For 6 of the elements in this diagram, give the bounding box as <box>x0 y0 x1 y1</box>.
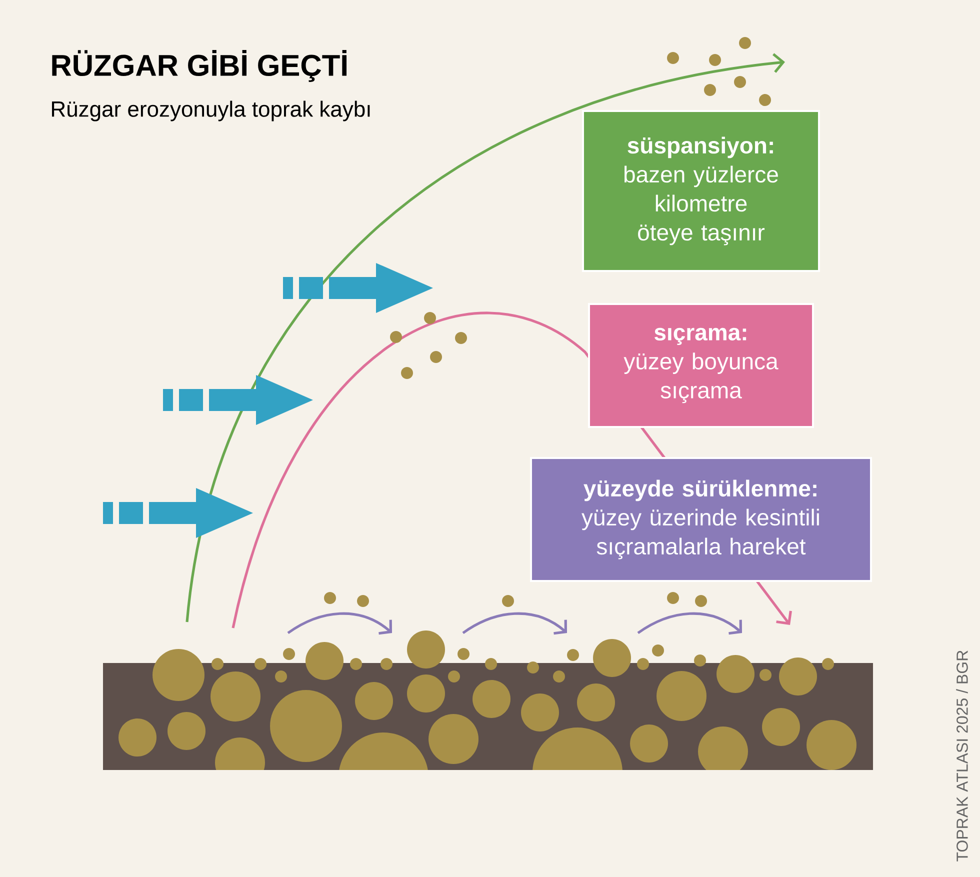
subtitle: Rüzgar erozyonuyla toprak kaybı <box>52 100 370 122</box>
title: RÜZGAR GİBİ GEÇTİ <box>52 50 347 82</box>
info-box: süspansiyon: bazen yüzlerce kilometre öteye taşınır <box>582 110 820 272</box>
info-box: sıçrama: yüzey boyunca sıçrama <box>588 303 814 428</box>
credit-text: TOPRAK ATLASI 2025 / BGR <box>956 650 968 862</box>
info-box: yüzeyde sürüklenme: yüzey üzerinde kesintili sıçramalarla hareket <box>530 457 872 582</box>
